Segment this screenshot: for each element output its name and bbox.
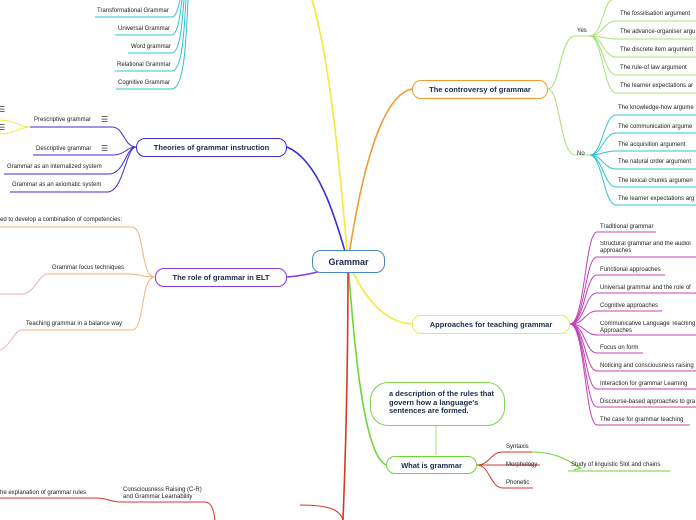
- label-grammar-internalized-system[interactable]: Grammar as an internalized system: [7, 164, 102, 170]
- list-icon: ☰: [0, 123, 6, 132]
- topic-what-is-grammar[interactable]: What is grammar: [386, 456, 477, 474]
- branch-bottom: [342, 261, 349, 520]
- label-universal-grammar[interactable]: Universal Grammar: [118, 26, 171, 32]
- label-communication[interactable]: The communication argume: [618, 124, 693, 130]
- root-topic-grammar[interactable]: Grammar: [312, 250, 385, 273]
- label-structural-grammar[interactable]: Structural grammar and the audiol approa…: [600, 241, 691, 254]
- label-rule-of-law[interactable]: The rule-of law argument: [620, 65, 687, 71]
- topic-role-of-grammar-in-elt[interactable]: The role of grammar in ELT: [155, 268, 287, 287]
- label-teaching-grammar-balance[interactable]: Teaching grammar in a balance way: [26, 321, 123, 327]
- label-grammar-axiomatic-system[interactable]: Grammar as an axiomatic system: [12, 182, 102, 188]
- branch-controversy: [347, 88, 413, 263]
- label-cognitive-grammar[interactable]: Cognitive Grammar: [118, 80, 171, 86]
- list-icon: ☰: [101, 115, 109, 124]
- topic-theories-of-grammar-instruction[interactable]: Theories of grammar instruction: [136, 138, 287, 157]
- label-descriptive-grammar[interactable]: Descriptive grammar: [36, 146, 92, 152]
- label-relational-grammar[interactable]: Relational Grammar: [117, 62, 171, 68]
- label-acquisition[interactable]: The acquisition argument: [618, 142, 686, 148]
- label-knowledge-how[interactable]: The knowledge-how argume: [618, 105, 694, 111]
- label-interaction-grammar-learning[interactable]: Interaction for grammar Learning: [600, 381, 688, 387]
- label-focus-on-form[interactable]: Focus on form: [600, 345, 639, 351]
- label-word-grammar[interactable]: Word grammar: [131, 44, 171, 50]
- branch-what: [347, 261, 387, 466]
- label-universal-grammar-role[interactable]: Universal grammar and the role of: [600, 285, 691, 291]
- label-noticing-consciousness[interactable]: Noticing and consciousness raising: [600, 363, 694, 369]
- list-icon: ☰: [101, 144, 109, 153]
- label-functional-approaches[interactable]: Functional approaches: [600, 267, 661, 273]
- branch-top: [311, 0, 349, 263]
- label-case-for-grammar-teaching[interactable]: The case for grammar teaching: [600, 417, 684, 423]
- label-no[interactable]: No: [577, 151, 585, 157]
- label-phonetic[interactable]: Phonetic: [506, 480, 530, 486]
- label-syntaxis[interactable]: Syntaxis: [506, 444, 529, 450]
- label-fossilisation-argument[interactable]: The fossilisation argument: [620, 11, 691, 17]
- label-morphology[interactable]: Morphology: [506, 462, 538, 468]
- label-yes[interactable]: Yes: [577, 28, 587, 34]
- note-grammar-description[interactable]: a description of the rules that govern h…: [370, 382, 505, 426]
- label-combination-of-competencies[interactable]: ed to develop a combination of competenc…: [0, 217, 123, 223]
- label-communicative-language-teaching[interactable]: Communicative Language Teaching Approach…: [600, 321, 696, 334]
- label-prescriptive-grammar[interactable]: Prescriptive grammar: [34, 117, 92, 123]
- label-lexical-chunks[interactable]: The lexical chunks argumen: [618, 178, 693, 184]
- label-discourse-based[interactable]: Discourse-based approaches to gra: [600, 399, 696, 405]
- label-learner-expectations-no[interactable]: The learner expectations arg: [618, 196, 695, 202]
- topic-approaches-for-teaching-grammar[interactable]: Approaches for teaching grammar: [412, 315, 570, 334]
- label-traditional-grammar[interactable]: Traditional grammar: [600, 224, 654, 230]
- list-icon: ☰: [0, 105, 6, 114]
- label-linguistic-slot-chains[interactable]: Study of linguistic Slot and chains: [571, 462, 661, 468]
- label-consciousness-raising[interactable]: Consciousness Raising (C-R) and Grammar …: [123, 487, 202, 500]
- topic-controversy-of-grammar[interactable]: The controversy of grammar: [412, 80, 548, 99]
- label-learner-expectations-yes[interactable]: The learner expectations ar: [620, 83, 694, 89]
- branch-theories: [286, 146, 349, 263]
- label-transformational-grammar[interactable]: Transformational Grammar: [97, 8, 169, 14]
- label-grammar-focus-techniques[interactable]: Grammar focus techniques: [52, 265, 125, 271]
- label-discrete-item[interactable]: The discrete item argument: [620, 47, 694, 53]
- label-explanation-grammar-rules[interactable]: he explanation of grammar rules: [0, 490, 87, 496]
- label-cognitive-approaches[interactable]: Cognitive approaches: [600, 303, 659, 309]
- label-advance-organiser[interactable]: The advance-organiser argu: [620, 29, 696, 35]
- label-natural-order[interactable]: The natural order argument: [618, 159, 692, 165]
